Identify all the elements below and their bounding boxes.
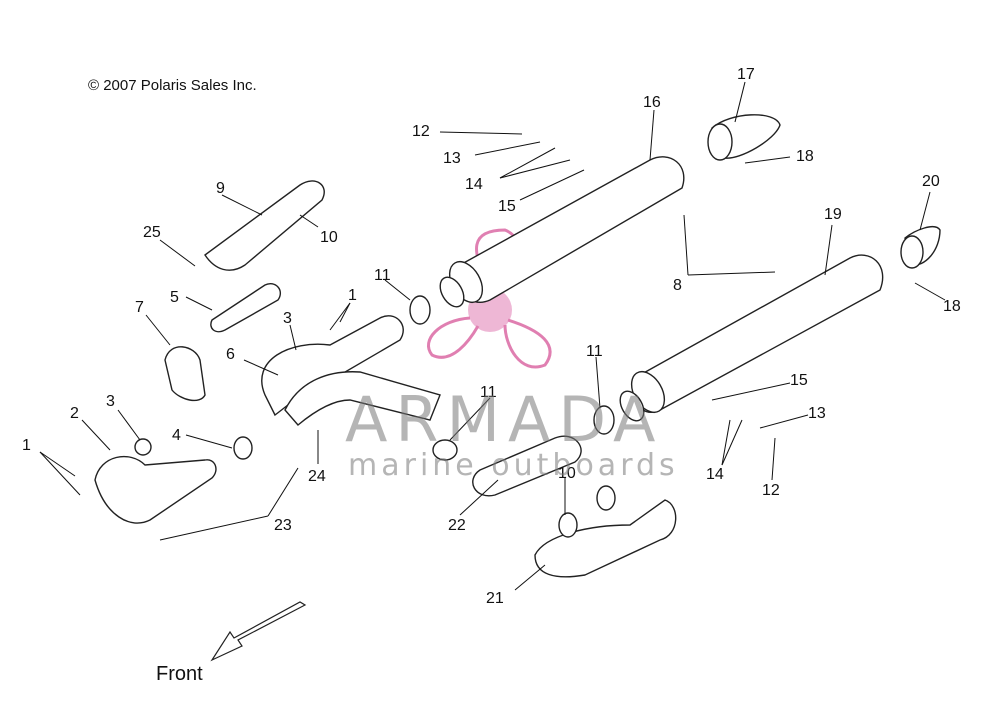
heat-shield-21	[534, 499, 677, 578]
callout-13b: 13	[808, 405, 826, 422]
callout-14b: 14	[706, 466, 724, 483]
mid-pipe-22	[472, 435, 582, 497]
callout-1b: 1	[348, 287, 357, 304]
muffler-end-cap-20	[900, 226, 941, 269]
callout-1a: 1	[22, 437, 31, 454]
front-head-pipe	[94, 455, 217, 524]
callout-22: 22	[448, 517, 466, 534]
heat-shield-5	[210, 283, 282, 333]
callout-15b: 15	[790, 372, 808, 389]
callout-3a: 3	[106, 393, 115, 410]
callout-numbers: 1 1 2 3 3 4 5 6 7 8 9 10 10 11 11 11 12 …	[22, 66, 961, 607]
clamp-11-mid	[432, 439, 458, 461]
callout-11c: 11	[480, 384, 497, 401]
callout-12a: 12	[412, 123, 430, 140]
callout-9: 9	[216, 180, 225, 197]
callout-13a: 13	[443, 150, 461, 167]
callout-5: 5	[170, 289, 179, 306]
callout-14a: 14	[465, 176, 483, 193]
callout-15a: 15	[498, 198, 516, 215]
callout-21: 21	[486, 590, 504, 607]
heat-shield-9	[204, 180, 325, 271]
callout-4: 4	[172, 427, 181, 444]
callout-25: 25	[143, 224, 161, 241]
callout-12b: 12	[762, 482, 780, 499]
callout-11a: 11	[374, 267, 391, 284]
callout-7: 7	[135, 299, 144, 316]
right-muffler	[619, 254, 884, 422]
callout-18b: 18	[943, 298, 961, 315]
callout-24: 24	[308, 468, 326, 485]
callout-11b: 11	[586, 343, 603, 360]
clamp-11-left	[409, 295, 431, 325]
watermark-brand: ARMADA	[345, 383, 664, 456]
heat-shield-7	[164, 346, 206, 402]
callout-23: 23	[274, 517, 292, 534]
gasket-10b	[596, 485, 616, 511]
callout-6: 6	[226, 346, 235, 363]
gasket-10	[558, 512, 578, 538]
callout-17: 17	[737, 66, 755, 83]
callout-10b: 10	[558, 465, 576, 482]
callout-19: 19	[824, 206, 842, 223]
leader-lines	[39, 81, 946, 591]
clamp-11-right	[593, 405, 615, 435]
callout-16: 16	[643, 94, 661, 111]
left-muffler	[439, 156, 685, 308]
callout-20: 20	[922, 173, 940, 190]
callout-2: 2	[70, 405, 79, 422]
gasket-3	[134, 438, 152, 456]
head-pipe-assembly	[261, 315, 441, 426]
front-label: Front	[156, 663, 203, 685]
muffler-end-cap-17	[707, 114, 781, 161]
front-direction-arrow	[210, 601, 307, 662]
callout-18a: 18	[796, 148, 814, 165]
callout-10a: 10	[320, 229, 338, 246]
clamp-4	[233, 436, 253, 460]
callout-8: 8	[673, 277, 682, 294]
watermark-tagline: marine outboards	[348, 448, 679, 483]
callout-3b: 3	[283, 310, 292, 327]
copyright-text: © 2007 Polaris Sales Inc.	[88, 77, 257, 94]
